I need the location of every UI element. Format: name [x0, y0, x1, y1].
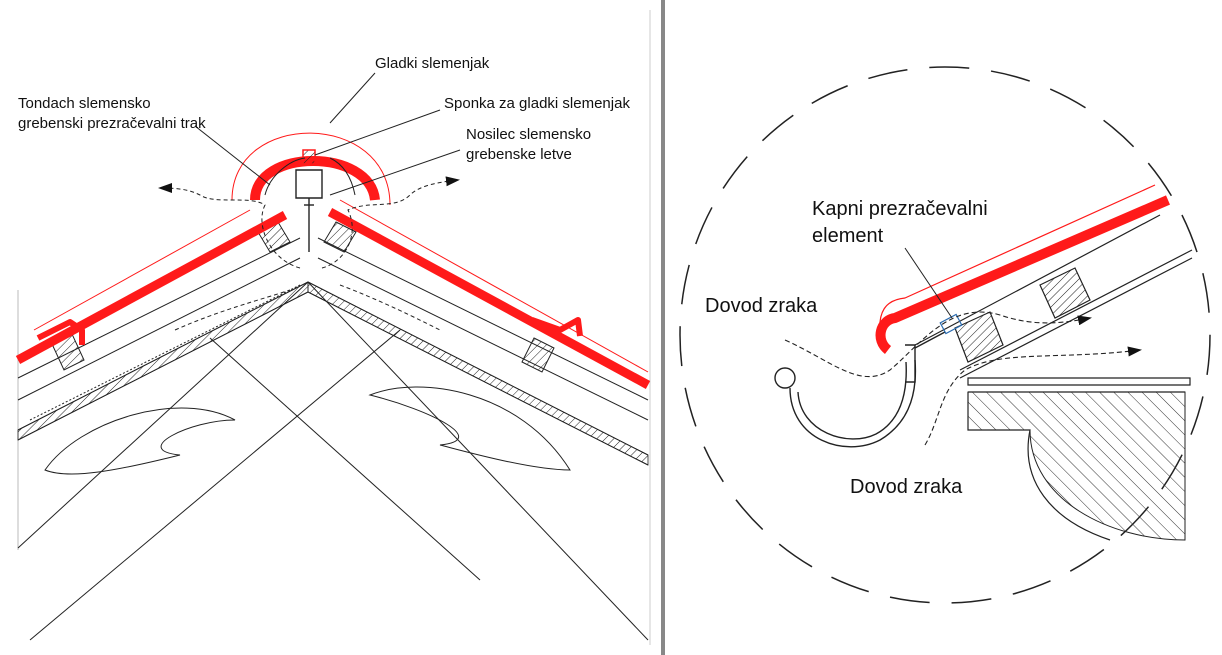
label-batten-holder-2: grebenske letve [466, 146, 572, 163]
eaves-vent-element [939, 313, 963, 335]
left-airflow [158, 176, 460, 331]
eaves-airflow [784, 311, 1142, 446]
panel-divider [661, 0, 665, 655]
gutter [774, 331, 946, 448]
label-clip: Sponka za gladki slemenjak [444, 95, 630, 112]
eaves-tile-red [875, 184, 1170, 354]
right-wood-grain [368, 386, 571, 471]
left-leader-lines [194, 72, 461, 196]
roof-tiles-red [15, 199, 651, 389]
eaves-leader-line [904, 247, 953, 319]
ridge-batten-holder [295, 169, 323, 252]
label-eaves-element-1: Kapni prezračevalni [812, 198, 988, 220]
detail-circle [679, 66, 1211, 604]
right-insulation-band [307, 281, 649, 466]
ridge-tile [231, 132, 391, 206]
eaves-battens [954, 267, 1091, 363]
label-ventilation-tape-1: Tondach slemensko [18, 95, 151, 112]
left-wood-grain [44, 407, 236, 475]
left-panel-ridge-detail: Gladki slemenjak Tondach slemensko grebe… [15, 10, 651, 645]
ventilation-tape [264, 157, 356, 196]
label-eaves-element-2: element [812, 225, 884, 247]
wall-block [967, 391, 1186, 541]
label-air-inlet-bottom: Dovod zraka [850, 476, 963, 498]
right-panel-eaves-detail: Kapni prezračevalni element Dovod zraka … [679, 66, 1211, 604]
label-ventilation-tape-2: grebenski prezračevalni trak [18, 115, 206, 132]
ridge-clip [302, 149, 316, 165]
label-air-inlet-top: Dovod zraka [705, 295, 818, 317]
label-batten-holder-1: Nosilec slemensko [466, 126, 591, 143]
label-ridge-tile: Gladki slemenjak [375, 55, 490, 72]
